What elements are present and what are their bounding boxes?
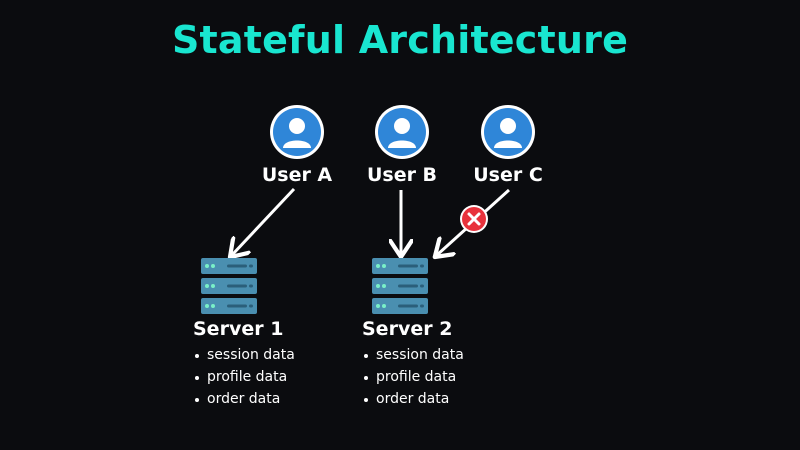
page-title: Stateful Architecture — [171, 18, 629, 62]
server-data-list: session data profile data order data — [193, 344, 295, 410]
list-item: order data — [362, 388, 464, 410]
user-label: User A — [261, 164, 333, 186]
user-avatar-icon — [375, 105, 429, 159]
user-avatar-icon — [270, 105, 324, 159]
list-item: session data — [362, 344, 464, 366]
server-rack-icon — [201, 258, 257, 314]
list-item: profile data — [362, 366, 464, 388]
server-2: Server 2 session data profile data order… — [362, 258, 464, 410]
arrow-user-a-to-server-1 — [232, 187, 296, 255]
user-label: User B — [366, 164, 438, 186]
server-data-list: session data profile data order data — [362, 344, 464, 410]
user-a: User A — [242, 104, 352, 186]
user-b: User B — [347, 104, 457, 186]
list-item: order data — [193, 388, 295, 410]
x-circle-icon — [460, 205, 488, 233]
server-rack-icon — [372, 258, 428, 314]
list-item: session data — [193, 344, 295, 366]
server-1: Server 1 session data profile data order… — [193, 258, 295, 410]
user-label: User C — [473, 164, 543, 186]
user-avatar-icon — [481, 105, 535, 159]
list-item: profile data — [193, 366, 295, 388]
server-name: Server 2 — [362, 318, 453, 340]
server-name: Server 1 — [193, 318, 284, 340]
user-c: User C — [453, 104, 563, 186]
